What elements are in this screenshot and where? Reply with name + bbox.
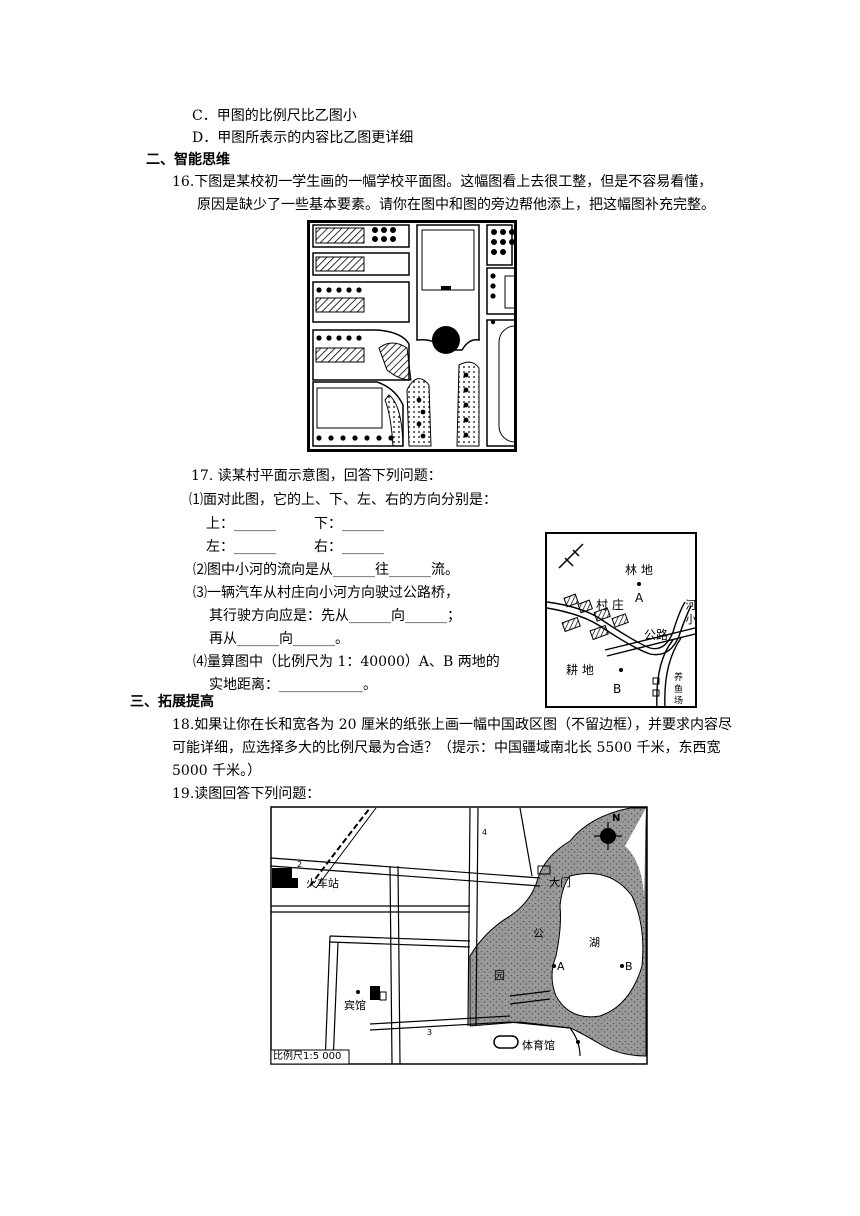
q17-down: 下：______ — [314, 516, 384, 532]
school-plan-right-part — [478, 220, 618, 452]
q16-line2: 原因是缺少了一些基本要素。请你在图中和图的旁边帮他添上，把这幅图补充完整。 — [197, 197, 715, 213]
q17-left: 左：______ — [206, 539, 276, 555]
village-label: 村 庄 — [596, 598, 624, 612]
lake-label: 湖 — [589, 936, 600, 949]
q18-line1: 18.如果让你在长和宽各为 20 厘米的纸张上画一幅中国政区图（不留边框），并要… — [172, 717, 732, 733]
q18-line2: 可能详细，应选择多大的比例尺最为合适？（提示：中国疆域南北长 5500 千米，东… — [172, 740, 721, 756]
park-label-2: 园 — [494, 969, 505, 982]
north-arrow-icon — [558, 543, 584, 569]
section-heading-2: 二、智能思维 — [146, 152, 230, 168]
scale-label: 比例尺1:5 000 — [273, 1051, 342, 1062]
q17-title: 17. 读某村平面示意图，回答下列问题： — [191, 468, 442, 484]
school-plan-figure — [307, 220, 517, 452]
option-c: C．甲图的比例尺比乙图小 — [192, 108, 357, 124]
road-3-label: 3 — [427, 1028, 433, 1037]
q17-p3b: 其行驶方向应是：先从______向______； — [209, 608, 461, 624]
gate-label: 大门 — [549, 876, 571, 889]
option-d: D．甲图所表示的内容比乙图更详细 — [192, 130, 414, 146]
north-compass-icon — [594, 822, 622, 850]
q17-right: 右：______ — [314, 539, 384, 555]
park-label-1: 公 — [533, 927, 544, 940]
river-label: 河 小 — [684, 599, 697, 625]
q16-line1: 16.下图是某校初一学生画的一幅学校平面图。这幅图看上去很工整，但是不容易看懂， — [172, 174, 713, 190]
hotel-label: 宾馆 — [344, 999, 366, 1012]
city-map-figure — [270, 806, 648, 1065]
q17-p1: ⑴面对此图，它的上、下、左、右的方向分别是： — [189, 492, 497, 508]
road-label: 公路 — [644, 628, 669, 642]
road-4-label: 4 — [482, 828, 488, 837]
q17-p4b: 实地距离：____________。 — [209, 677, 377, 693]
village-map-figure — [545, 532, 697, 708]
section-heading-3: 三、拓展提高 — [130, 694, 214, 710]
q17-p4a: ⑷量算图中（比例尺为 1：40000）A、B 两地的 — [193, 654, 500, 670]
q17-p2: ⑵图中小河的流向是从______往______流。 — [193, 562, 459, 578]
q18-line3: 5000 千米。） — [172, 763, 262, 779]
q17-p3c: 再从______向______。 — [209, 631, 349, 647]
road-2-label: 2 — [297, 860, 303, 869]
q19-title: 19.读图回答下列问题： — [172, 786, 321, 802]
forest-label: 林 地 — [625, 563, 653, 577]
point-b-label: B — [613, 682, 622, 696]
point-a-label: A — [635, 591, 644, 605]
station-label: 火车站 — [306, 877, 339, 890]
q17-p3a: ⑶一辆汽车从村庄向小河方向驶过公路桥， — [193, 585, 459, 601]
gym-label: 体育馆 — [522, 1039, 555, 1052]
fishpond-label: 养 鱼 场 — [672, 672, 682, 705]
point-b-label-19: B — [625, 960, 633, 973]
farmland-label: 耕 地 — [566, 663, 594, 677]
point-a-label-19: A — [557, 960, 565, 973]
north-label: N — [612, 813, 621, 824]
q17-up: 上：______ — [206, 516, 276, 532]
